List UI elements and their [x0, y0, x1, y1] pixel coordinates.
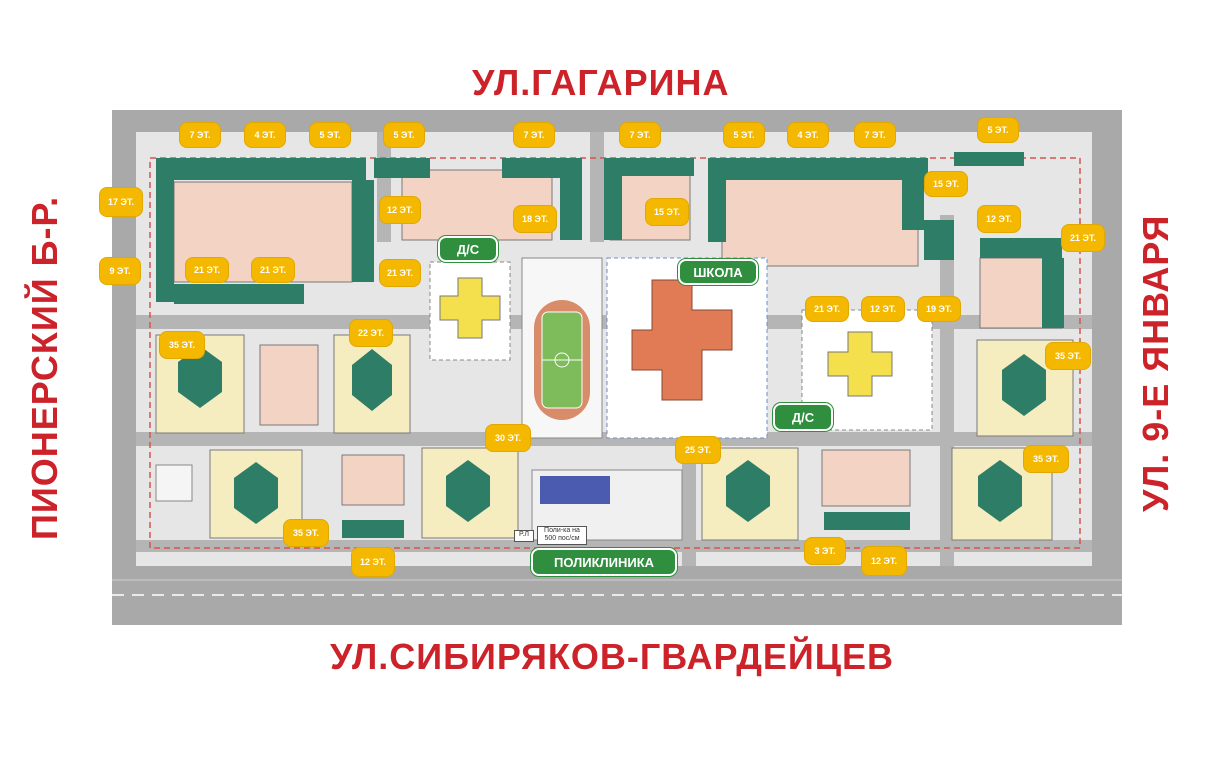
- road-inner-v3: [682, 432, 696, 566]
- floor-badge: 35 ЭТ.: [284, 520, 328, 546]
- kindergarten-1-building: [439, 277, 501, 339]
- courtyard-sw2: [341, 454, 405, 506]
- floor-badge: 9 ЭТ.: [100, 258, 140, 284]
- floor-badge: 21 ЭТ.: [252, 258, 294, 282]
- courtyard-s2: [821, 449, 911, 507]
- floor-badge: 35 ЭТ.: [160, 332, 204, 358]
- building-n2-top: [604, 158, 694, 176]
- building-n1-top: [374, 158, 430, 178]
- floor-badge: 15 ЭТ.: [646, 199, 688, 225]
- pl-note: Р.Л: [514, 530, 534, 542]
- tower-sw3: [446, 460, 490, 522]
- tower-se: [978, 460, 1022, 522]
- road-inner-v2: [590, 132, 604, 242]
- floor-badge: 15 ЭТ.: [925, 172, 967, 196]
- road-inner-v1: [377, 132, 391, 242]
- school-building: [631, 279, 733, 401]
- floor-badge: 7 ЭТ.: [180, 123, 220, 147]
- tower-w1: [178, 346, 222, 408]
- floor-badge: 4 ЭТ.: [245, 123, 285, 147]
- kindergarten-2-building: [827, 331, 893, 397]
- building-e-right: [1042, 258, 1064, 328]
- courtyard-w2: [259, 344, 319, 426]
- building-e-top2: [980, 238, 1062, 258]
- floor-badge: 21 ЭТ.: [186, 258, 228, 282]
- floor-badge: 21 ЭТ.: [806, 297, 848, 321]
- floor-badge: 7 ЭТ.: [620, 123, 660, 147]
- road-right: [1092, 110, 1122, 625]
- clinic-building: [540, 476, 610, 504]
- floor-badge: 18 ЭТ.: [514, 206, 556, 232]
- floor-badge: 35 ЭТ.: [1024, 446, 1068, 472]
- floor-badge: 12 ЭТ.: [978, 206, 1020, 232]
- building-ne-left: [708, 180, 726, 242]
- floor-badge: 12 ЭТ.: [862, 297, 904, 321]
- floor-badge: 21 ЭТ.: [1062, 225, 1104, 251]
- floor-badge: 12 ЭТ.: [862, 547, 906, 575]
- building-sw2: [342, 520, 404, 538]
- building-nw-right: [352, 180, 374, 282]
- floor-badge: 17 ЭТ.: [100, 188, 142, 216]
- courtyard-ne: [721, 175, 919, 267]
- building-ne-right: [902, 180, 924, 230]
- floor-badge: 30 ЭТ.: [486, 425, 530, 451]
- building-n2-left: [604, 176, 622, 240]
- school-label: ШКОЛА: [678, 259, 758, 285]
- street-label-pionersky: ПИОНЕРСКИЙ Б-Р.: [24, 195, 65, 540]
- floor-badge: 7 ЭТ.: [514, 123, 554, 147]
- floor-badge: 19 ЭТ.: [918, 297, 960, 321]
- building-e-top: [954, 152, 1024, 166]
- floor-badge: 3 ЭТ.: [805, 538, 845, 564]
- tower-s1: [726, 460, 770, 522]
- building-nw-bottom: [174, 284, 304, 304]
- building-n1-side: [560, 178, 582, 240]
- tower-w2: [352, 349, 392, 411]
- floor-badge: 35 ЭТ.: [1046, 343, 1090, 369]
- stadium-center-circle: [554, 352, 570, 368]
- street-label-gagarina: УЛ.ГАГАРИНА: [472, 62, 730, 103]
- parking-note: Поли-ка на 500 пос/см: [537, 526, 587, 545]
- building-s2: [824, 512, 910, 530]
- floor-badge: 5 ЭТ.: [978, 118, 1018, 142]
- building-nw-top: [156, 158, 366, 180]
- street-label-sibiryakov: УЛ.СИБИРЯКОВ-ГВАРДЕЙЦЕВ: [330, 636, 895, 677]
- floor-badge: 5 ЭТ.: [724, 123, 764, 147]
- floor-badge: 21 ЭТ.: [380, 260, 420, 286]
- building-nw-left: [156, 180, 174, 302]
- building-ne-ext: [924, 220, 954, 260]
- tower-sw1: [234, 462, 278, 524]
- kindergarten-2-label: Д/С: [773, 403, 833, 431]
- building-ne-top: [708, 158, 928, 180]
- road-inner-h2: [136, 432, 1092, 446]
- kindergarten-1-label: Д/С: [438, 236, 498, 262]
- floor-badge: 5 ЭТ.: [310, 123, 350, 147]
- floor-badge: 7 ЭТ.: [855, 123, 895, 147]
- floor-badge: 22 ЭТ.: [350, 320, 392, 346]
- floor-badge: 12 ЭТ.: [380, 197, 420, 223]
- clinic-label: ПОЛИКЛИНИКА: [531, 548, 677, 576]
- sports-ground: [155, 464, 193, 502]
- floor-badge: 5 ЭТ.: [384, 123, 424, 147]
- street-label-9-yanvarya: УЛ. 9-Е ЯНВАРЯ: [1135, 214, 1176, 512]
- floor-badge: 25 ЭТ.: [676, 437, 720, 463]
- tower-e1: [1002, 354, 1046, 416]
- floor-badge: 12 ЭТ.: [352, 548, 394, 576]
- floor-badge: 4 ЭТ.: [788, 123, 828, 147]
- building-n1-right: [502, 158, 582, 178]
